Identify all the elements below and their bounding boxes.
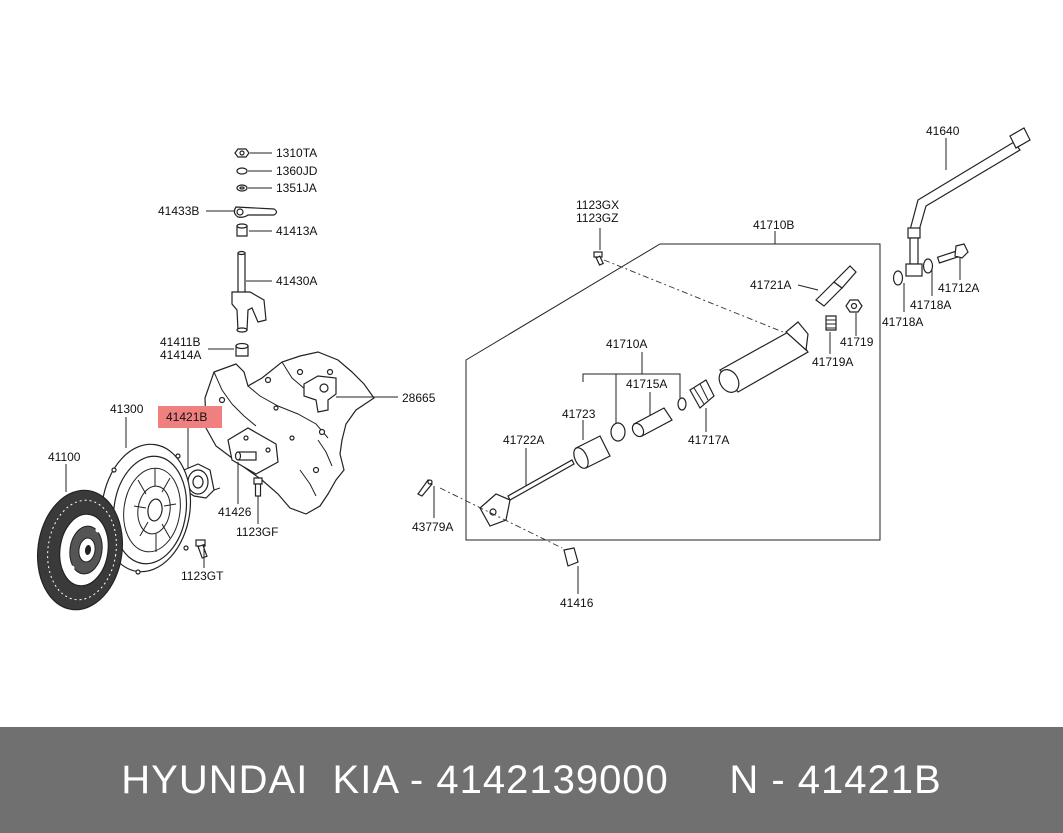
bushing-41413A bbox=[236, 223, 248, 237]
label-41715A: 41715A bbox=[626, 377, 667, 391]
label-1123GF: 1123GF bbox=[236, 525, 278, 539]
leader-41721A bbox=[797, 284, 819, 291]
centerline-pin bbox=[439, 487, 563, 549]
ring-seal bbox=[677, 397, 687, 411]
bleeder-41721A bbox=[815, 265, 857, 307]
bolt-1123GT bbox=[195, 539, 208, 559]
guide-plate-41426 bbox=[227, 427, 279, 475]
label-41718A-1: 41718A bbox=[910, 298, 951, 312]
washer-1351JA bbox=[236, 184, 248, 192]
nut-1310TA bbox=[234, 148, 250, 158]
label-41710A: 41710A bbox=[606, 337, 647, 351]
bolt-1123GX bbox=[593, 251, 604, 266]
label-1360JD: 1360JD bbox=[276, 164, 318, 178]
label-41640: 41640 bbox=[926, 124, 960, 138]
label-41433B: 41433B bbox=[158, 204, 199, 218]
label-41721A: 41721A bbox=[750, 278, 791, 292]
label-41300: 41300 bbox=[110, 402, 144, 416]
piston-cup bbox=[573, 435, 611, 469]
bracket-41710A bbox=[582, 373, 681, 398]
label-41712A: 41712A bbox=[938, 281, 979, 295]
diagram-canvas: 1310TA 1360JD 1351JA 41433B 41413A 41430… bbox=[36, 124, 1031, 611]
washer-41718A-1 bbox=[892, 270, 904, 286]
washer-1360JD bbox=[236, 167, 248, 175]
pin-41416 bbox=[563, 547, 579, 567]
boot-41411B bbox=[235, 342, 249, 357]
label-41723: 41723 bbox=[562, 407, 596, 421]
bracket-28665 bbox=[303, 375, 337, 413]
seal-41723 bbox=[610, 422, 626, 442]
washer-41718A-2 bbox=[922, 258, 934, 274]
label-41421B: 41421B bbox=[166, 410, 207, 424]
hose-41640 bbox=[905, 127, 1031, 277]
label-41411B: 41411B bbox=[160, 335, 200, 349]
lever-41433B bbox=[233, 206, 278, 218]
shift-shaft-41430A bbox=[231, 250, 267, 333]
cap-41719 bbox=[845, 299, 863, 313]
label-41722A: 41722A bbox=[503, 433, 544, 447]
spring-41719A bbox=[825, 315, 837, 331]
piston-41715A bbox=[631, 407, 673, 438]
label-1123GX: 1123GX bbox=[576, 198, 619, 212]
assembly-frame-41710B bbox=[465, 243, 881, 541]
label-1123GT: 1123GT bbox=[181, 569, 224, 583]
label-28665: 28665 bbox=[402, 391, 436, 405]
slave-cylinder-body bbox=[718, 321, 809, 393]
label-41718A-2: 41718A bbox=[882, 315, 923, 329]
label-1351JA: 1351JA bbox=[276, 181, 317, 195]
label-41100: 41100 bbox=[48, 450, 81, 464]
label-41430A: 41430A bbox=[276, 274, 317, 288]
label-43779A: 43779A bbox=[412, 520, 453, 534]
label-41719A: 41719A bbox=[812, 355, 853, 369]
label-41416: 41416 bbox=[560, 596, 594, 610]
part-number-caption: HYUNDAI KIA - 4142139000 N - 41421B bbox=[121, 757, 942, 802]
label-41719: 41719 bbox=[840, 335, 874, 349]
label-41710B: 41710B bbox=[753, 218, 794, 232]
push-rod-41722A bbox=[479, 459, 575, 527]
bolt-1123GF bbox=[253, 477, 263, 497]
highlight-box bbox=[158, 406, 222, 428]
centerline-1123GX bbox=[603, 259, 789, 335]
boot-41717A bbox=[689, 379, 715, 409]
label-41717A: 41717A bbox=[688, 433, 729, 447]
footer-bar: HYUNDAI KIA - 4142139000 N - 41421B bbox=[0, 727, 1063, 833]
label-41426: 41426 bbox=[218, 505, 252, 519]
label-1123GZ: 1123GZ bbox=[576, 211, 618, 225]
clutch-disc-41100 bbox=[36, 489, 124, 611]
pin-43779A bbox=[417, 479, 433, 497]
bolt-41712A bbox=[936, 243, 969, 264]
label-41414A: 41414A bbox=[160, 348, 201, 362]
label-1310TA: 1310TA bbox=[276, 146, 317, 160]
label-41413A: 41413A bbox=[276, 224, 317, 238]
transmission-housing bbox=[204, 351, 375, 515]
